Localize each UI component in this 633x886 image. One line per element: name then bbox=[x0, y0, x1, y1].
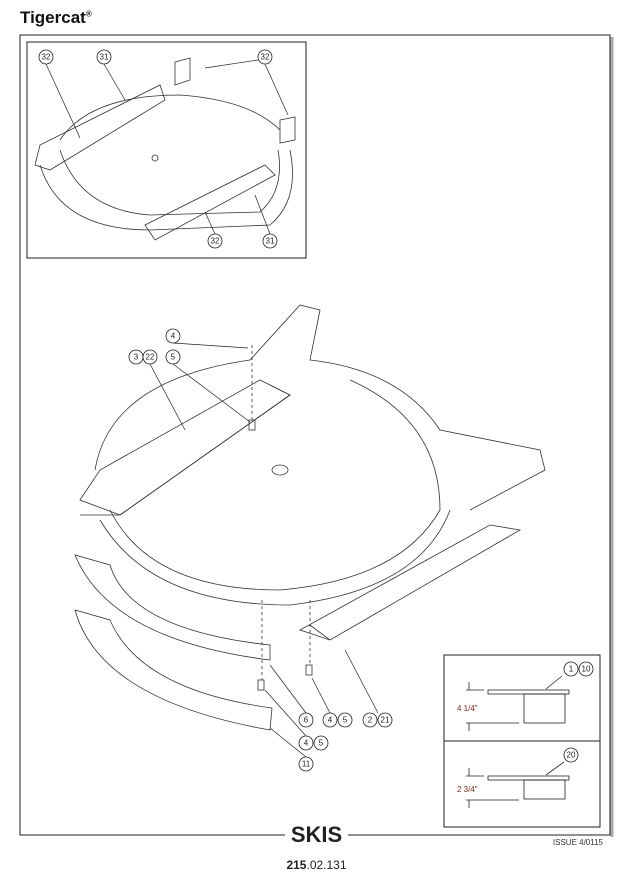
svg-text:32: 32 bbox=[261, 53, 270, 62]
callout-32: 32 bbox=[257, 49, 273, 65]
callout-5: 5 bbox=[165, 349, 181, 365]
callout-31: 31 bbox=[262, 233, 278, 249]
callout-1: 1 bbox=[563, 661, 579, 677]
svg-text:5: 5 bbox=[343, 716, 348, 725]
svg-text:22: 22 bbox=[146, 353, 155, 362]
callout-6: 6 bbox=[298, 712, 314, 728]
callout-11: 11 bbox=[298, 756, 314, 772]
page-number-rest: .02.131 bbox=[306, 858, 347, 872]
page-title: SKIS bbox=[0, 822, 633, 848]
main-exploded-view bbox=[74, 304, 546, 731]
issue-label: ISSUE 4/0115 bbox=[552, 838, 603, 847]
title-text: SKIS bbox=[284, 822, 349, 847]
callout-31: 31 bbox=[96, 49, 112, 65]
detail-bottom bbox=[466, 761, 570, 808]
callout-5: 5 bbox=[337, 712, 353, 728]
detail-callouts: 1 10 20 bbox=[563, 661, 594, 763]
callout-3: 3 bbox=[128, 349, 144, 365]
detail-top bbox=[466, 675, 570, 731]
callout-4: 4 bbox=[165, 328, 181, 344]
callout-5: 5 bbox=[313, 735, 329, 751]
brand-name: Tigercat bbox=[20, 8, 86, 27]
callout-4: 4 bbox=[322, 712, 338, 728]
registered-mark: ® bbox=[85, 9, 92, 19]
svg-text:2: 2 bbox=[368, 716, 373, 725]
svg-text:31: 31 bbox=[266, 237, 275, 246]
svg-text:3: 3 bbox=[134, 353, 139, 362]
svg-text:11: 11 bbox=[302, 760, 311, 769]
callout-10: 10 bbox=[578, 661, 594, 677]
inset-callouts: 32 31 32 32 31 bbox=[38, 49, 289, 249]
svg-text:10: 10 bbox=[582, 665, 591, 674]
callout-20: 20 bbox=[563, 747, 579, 763]
callout-4: 4 bbox=[298, 735, 314, 751]
callout-21: 21 bbox=[377, 712, 393, 728]
main-callouts: 4 3 22 5 6 4 5 11 4 5 2 21 bbox=[128, 328, 393, 772]
page-frame bbox=[19, 34, 611, 836]
svg-text:32: 32 bbox=[211, 237, 220, 246]
svg-text:4: 4 bbox=[304, 739, 309, 748]
svg-text:5: 5 bbox=[319, 739, 324, 748]
svg-text:4: 4 bbox=[328, 716, 333, 725]
svg-text:4: 4 bbox=[171, 332, 176, 341]
page-number-bold: 215 bbox=[286, 858, 307, 872]
dimension-label: 2 3/4" bbox=[457, 785, 478, 794]
inset-drawing bbox=[34, 57, 296, 241]
svg-text:5: 5 bbox=[171, 353, 176, 362]
inset-view-box bbox=[26, 41, 307, 259]
brand-logo: Tigercat® bbox=[20, 8, 92, 28]
svg-text:20: 20 bbox=[567, 751, 576, 760]
callout-22: 22 bbox=[142, 349, 158, 365]
callout-32: 32 bbox=[38, 49, 54, 65]
callout-32: 32 bbox=[207, 233, 223, 249]
callout-2: 2 bbox=[362, 712, 378, 728]
svg-text:1: 1 bbox=[569, 665, 574, 674]
svg-text:32: 32 bbox=[42, 53, 51, 62]
dimension-label: 4 1/4" bbox=[457, 704, 478, 713]
page-number: 215.02.131 bbox=[0, 858, 633, 872]
svg-text:6: 6 bbox=[304, 716, 309, 725]
svg-text:31: 31 bbox=[100, 53, 109, 62]
svg-text:21: 21 bbox=[381, 716, 390, 725]
